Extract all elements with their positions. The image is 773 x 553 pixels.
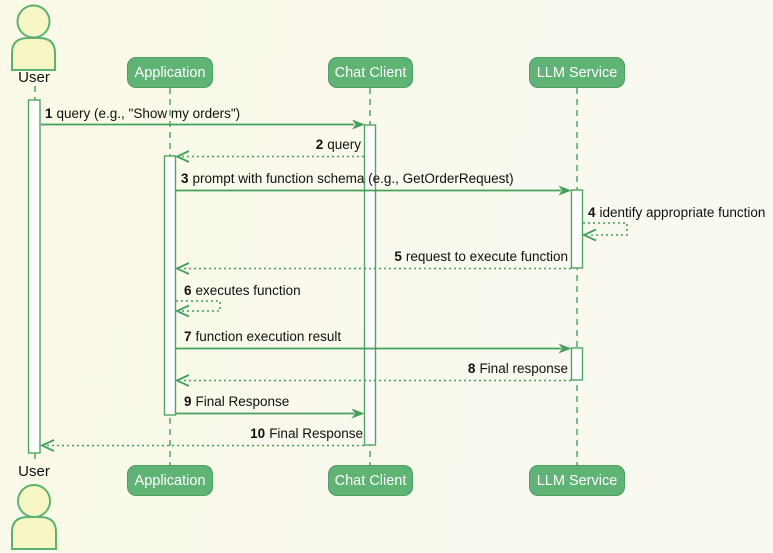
message-4-line xyxy=(583,222,628,236)
actor-head xyxy=(16,4,51,39)
actor-body xyxy=(11,37,56,71)
participant-application-bottom: Application xyxy=(127,465,213,496)
actor-body xyxy=(11,516,57,550)
arrowhead-left-icon xyxy=(174,304,190,318)
user-actor-icon-bottom xyxy=(11,484,57,550)
message-text: executes function xyxy=(195,283,301,298)
message-text: function execution result xyxy=(195,329,342,344)
arrowhead-left-icon xyxy=(174,150,190,163)
actor-head xyxy=(17,484,51,518)
message-5-arrow xyxy=(174,262,571,275)
message-number: 9 xyxy=(184,394,192,409)
message-6-self-loop xyxy=(174,300,221,318)
message-number: 2 xyxy=(315,137,324,152)
participant-llm-service-top: LLM Service xyxy=(529,57,625,88)
message-number: 6 xyxy=(184,283,192,298)
arrowhead-right-icon xyxy=(558,343,572,354)
participant-chat-client-top: Chat Client xyxy=(328,57,413,88)
message-text: query (e.g., "Show my orders") xyxy=(56,106,241,121)
actor-label-user-top: User xyxy=(18,69,50,86)
message-text: Final Response xyxy=(195,394,290,409)
message-text: Final Response xyxy=(269,426,363,441)
message-9-arrow xyxy=(176,408,365,419)
message-7-arrow xyxy=(176,343,572,354)
message-1-arrow xyxy=(41,119,365,130)
message-number: 7 xyxy=(184,329,192,344)
user-actor-icon-top xyxy=(11,4,56,71)
message-4-self-loop xyxy=(581,222,628,242)
message-3-arrow xyxy=(176,185,572,196)
actor-label-user-bottom: User xyxy=(18,463,50,480)
message-8-arrow xyxy=(174,374,571,387)
message-text: identify appropriate function xyxy=(599,205,766,220)
arrowhead-right-icon xyxy=(352,119,365,130)
message-text: request to execute function xyxy=(405,249,568,264)
message-number: 1 xyxy=(45,106,53,121)
arrowhead-left-icon xyxy=(39,439,55,452)
message-number: 10 xyxy=(250,426,266,441)
activation-llm-service-1 xyxy=(570,189,584,269)
participant-chat-client-bottom: Chat Client xyxy=(328,465,413,496)
message-text: Final response xyxy=(479,361,568,376)
arrowhead-right-icon xyxy=(558,185,572,196)
arrowhead-left-icon xyxy=(581,228,597,242)
participant-application-top: Application xyxy=(127,57,213,88)
activation-chat-client xyxy=(363,124,377,446)
message-number: 3 xyxy=(181,171,189,186)
activation-llm-service-2 xyxy=(570,347,584,381)
message-number: 5 xyxy=(394,249,402,264)
message-text: query xyxy=(327,137,361,152)
message-2-arrow xyxy=(174,150,364,163)
arrowhead-left-icon xyxy=(174,262,190,275)
message-10-arrow xyxy=(39,439,364,452)
message-text: prompt with function schema (e.g., GetOr… xyxy=(192,171,514,186)
message-number: 8 xyxy=(467,361,476,376)
message-6-line xyxy=(176,300,221,312)
arrowhead-left-icon xyxy=(174,374,190,387)
activation-user xyxy=(27,99,41,454)
message-number: 4 xyxy=(588,205,596,220)
arrowhead-right-icon xyxy=(351,408,365,419)
participant-llm-service-bottom: LLM Service xyxy=(529,465,625,496)
activation-application xyxy=(163,155,177,416)
